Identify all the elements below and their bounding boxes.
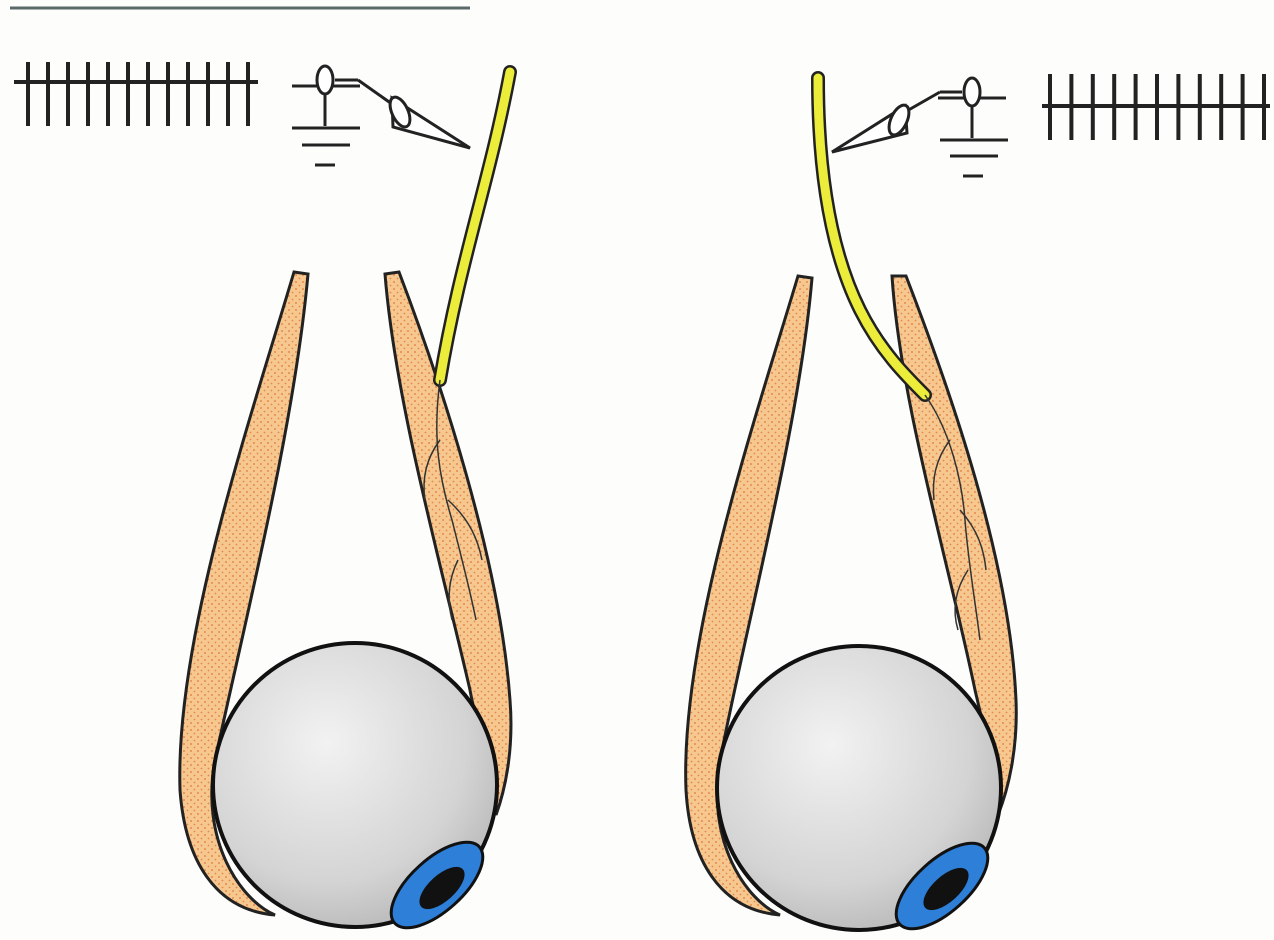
- electrode-amplifier-right: [832, 78, 1008, 176]
- panel-right: [686, 74, 1270, 940]
- spike-train-right: [1042, 74, 1270, 140]
- spike-train-left: [14, 62, 258, 126]
- eyeball-left: [213, 643, 497, 940]
- electrode-amplifier-left: [292, 66, 470, 165]
- eyeball-right: [717, 646, 1002, 940]
- panel-left: [14, 62, 511, 940]
